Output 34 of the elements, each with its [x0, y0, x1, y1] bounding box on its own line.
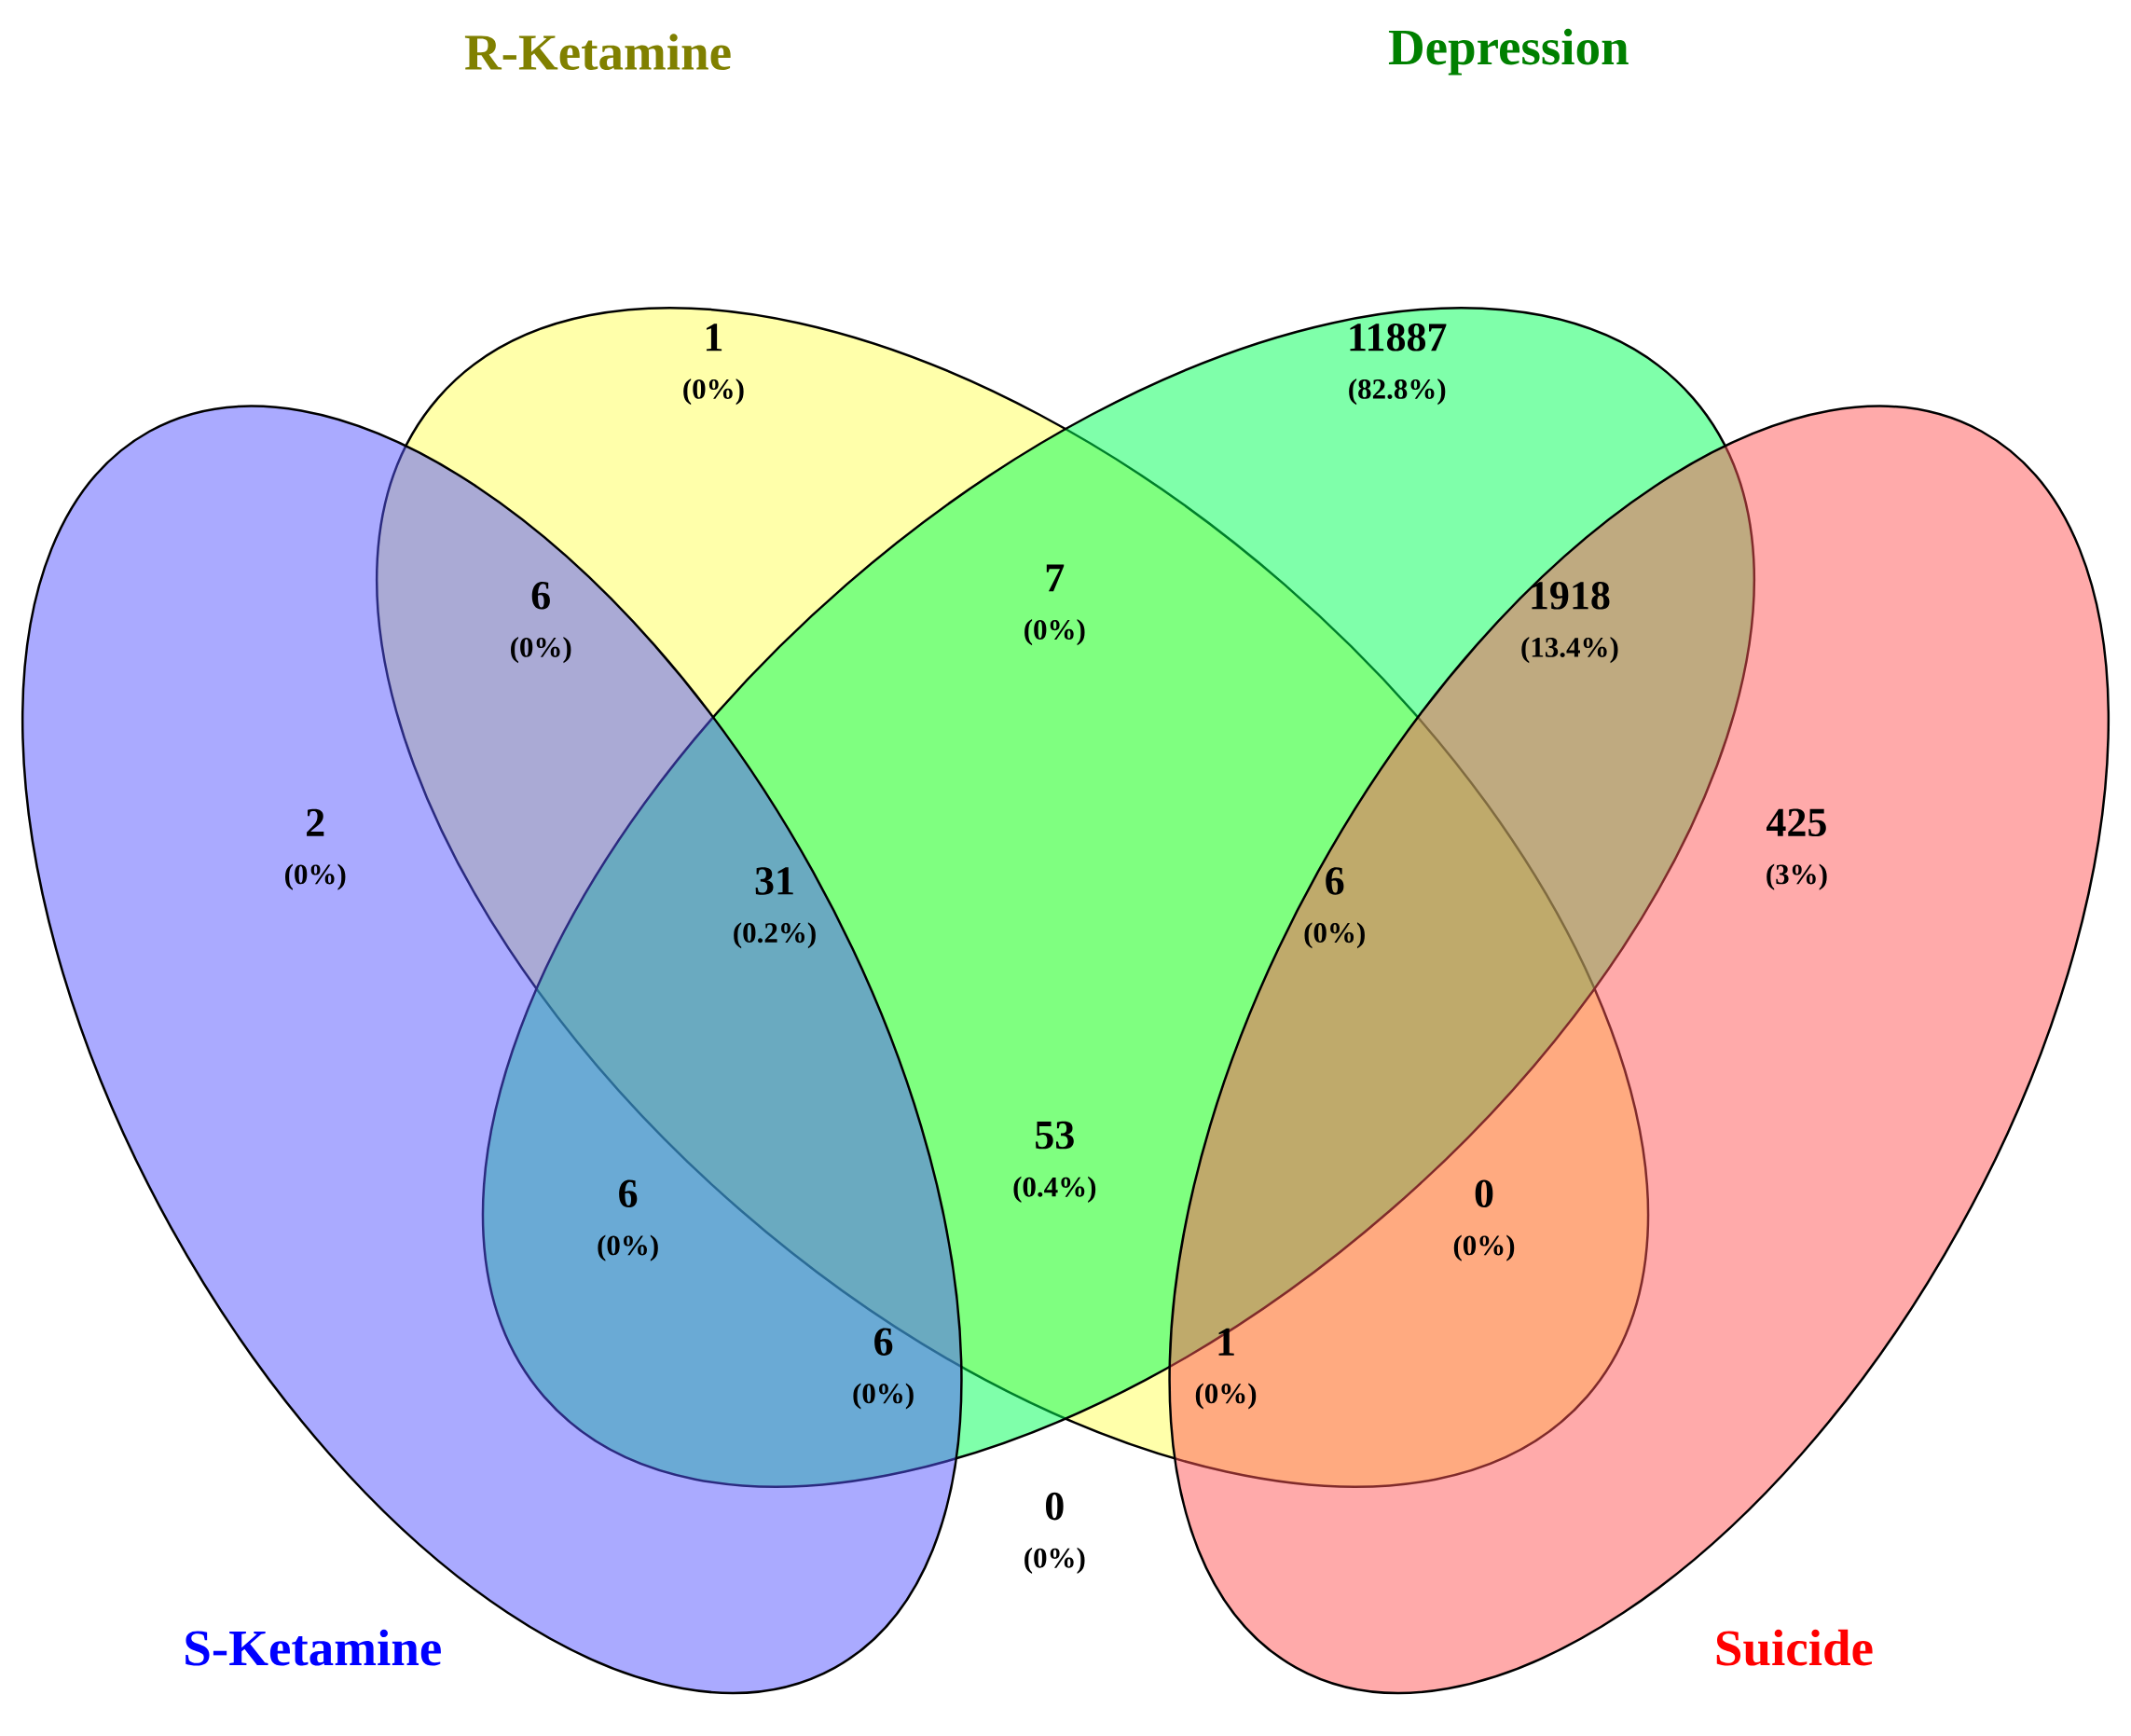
region-percent: (0%): [511, 637, 571, 664]
region-percent: (0.2%): [734, 922, 816, 949]
region-percent: (0%): [1195, 1383, 1257, 1410]
region-count: 6: [531, 582, 550, 610]
region-count: 11887: [1350, 323, 1447, 351]
set-label: R-Ketamine: [464, 34, 731, 70]
region-count: 6: [874, 1328, 893, 1356]
region-count: 2: [307, 808, 324, 836]
region-percent: (0%): [1024, 1547, 1085, 1574]
region-percent: (0%): [1024, 619, 1085, 646]
region-percent: (0%): [285, 863, 346, 890]
region-count: 1: [1218, 1328, 1234, 1356]
region-percent: (0.4%): [1013, 1176, 1096, 1203]
region-percent: (3%): [1767, 863, 1827, 890]
region-percent: (0%): [1453, 1234, 1515, 1261]
region-count: 7: [1046, 564, 1065, 592]
set-label: Suicide: [1716, 1629, 1873, 1666]
region-percent: (13.4%): [1521, 637, 1618, 664]
region-count: 6: [619, 1179, 638, 1208]
region-count: 31: [755, 867, 793, 895]
region-count: 1: [706, 324, 722, 351]
region-count: 0: [1046, 1492, 1064, 1521]
region-count: 53: [1036, 1121, 1074, 1150]
region-percent: (0%): [598, 1234, 658, 1261]
region-count: 6: [1326, 867, 1344, 895]
region-percent: (82.8%): [1349, 379, 1446, 406]
region-count: 425: [1767, 808, 1826, 837]
region-percent: (0%): [1304, 922, 1365, 949]
set-label: S-Ketamine: [186, 1629, 441, 1666]
region-percent: (0%): [683, 379, 744, 406]
region-count: 0: [1475, 1179, 1493, 1208]
set-label: Depression: [1388, 28, 1629, 76]
region-count: 1918: [1532, 581, 1610, 610]
region-percent: (0%): [853, 1383, 914, 1410]
